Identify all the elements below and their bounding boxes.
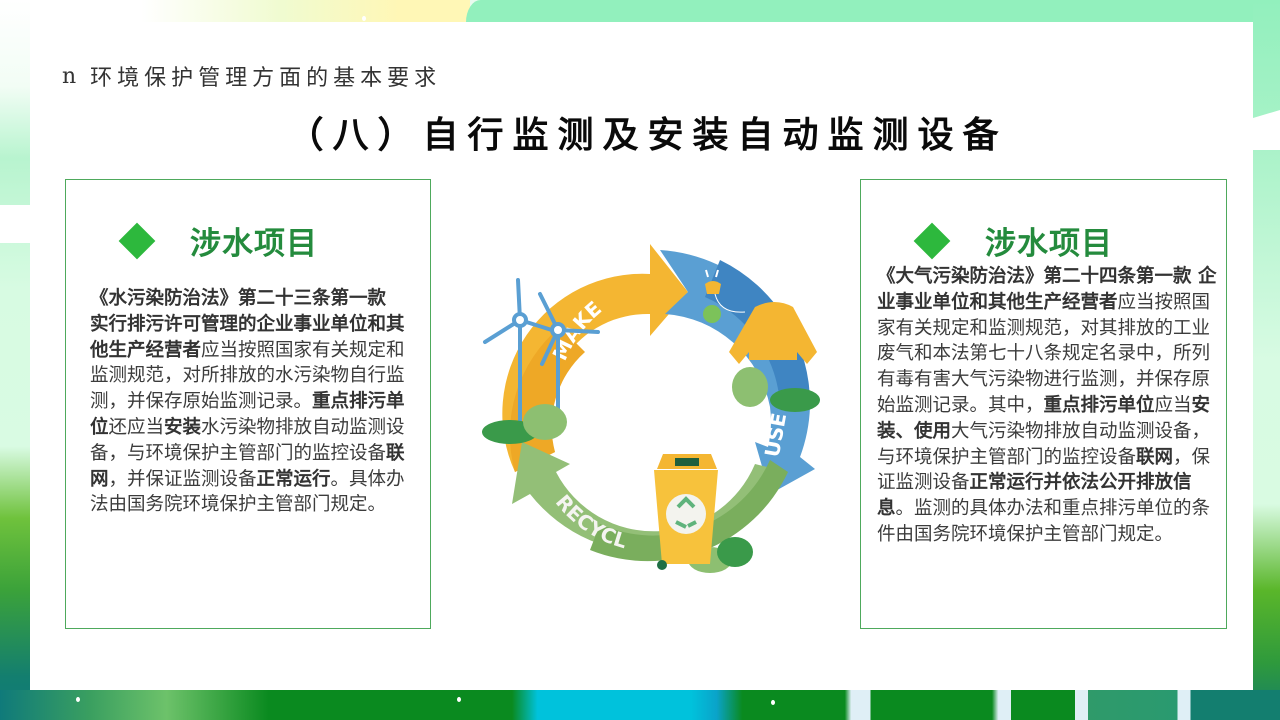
bg-sparkle-icon: [362, 16, 366, 21]
text-segment: 联网: [1136, 446, 1174, 468]
law-content: 《大气污染防治法》第二十四条第一款 企业事业单位和其他生产经营者应当按照国家有关…: [877, 264, 1221, 548]
plug-icon: [705, 269, 746, 313]
page-title: （八）自行监测及安装自动监测设备: [287, 115, 1008, 156]
diamond-icon: [118, 222, 156, 259]
card-header: 涉水项目: [913, 218, 1113, 263]
text-segment: 《大气污染防治法》第二十四条第一款 企业事业单位和其他生产经营者: [877, 266, 1217, 313]
bg-bottom-landscape: [0, 690, 1280, 720]
law-citation: 《水污染防治法》第二十三条第一款: [90, 286, 416, 312]
text-segment: 应当: [1154, 394, 1192, 416]
content-panel: n 环境保护管理方面的基本要求 （八）自行监测及安装自动监测设备 涉水项目 《水…: [30, 22, 1253, 690]
text-segment: ，保证监测设备: [877, 446, 1211, 494]
card-body-text: 《水污染防治法》第二十三条第一款 实行排污许可管理的企业事业单位和其他生产经营者…: [90, 286, 416, 518]
text-segment: 应当按照国家有关规定和监测规范，对其排放的工业废气和本法第七十八条规定名录中，所…: [877, 291, 1211, 416]
air-project-card: 涉水项目 《大气污染防治法》第二十四条第一款 企业事业单位和其他生产经营者应当按…: [860, 179, 1227, 629]
text-segment: 重点排污单位: [1043, 394, 1155, 416]
text-segment: 安装、使用: [877, 394, 1211, 442]
section-heading-text: 环境保护管理方面的基本要求: [90, 66, 442, 91]
text-segment: ，并保证监测设备: [108, 468, 257, 490]
text-segment: 水污染物排放自动监测设备，与环境保护主管部门的监控设备: [90, 416, 405, 464]
card-header: 涉水项目: [118, 218, 318, 263]
water-project-card: 涉水项目 《水污染防治法》第二十三条第一款 实行排污许可管理的企业事业单位和其他…: [65, 179, 431, 629]
text-segment: 应当按照国家有关规定和监测规范，对所排放的水污染物自行监测，并保存原始监测记录。: [90, 339, 405, 413]
card-body-text: 《大气污染防治法》第二十四条第一款 企业事业单位和其他生产经营者应当按照国家有关…: [877, 264, 1221, 548]
text-segment: 安装: [164, 416, 202, 438]
text-segment: 正常运行: [256, 468, 331, 490]
make-use-recycle-cycle-graphic: MAKE USE RECYCL: [470, 232, 830, 582]
text-segment: 还应当: [108, 416, 165, 438]
sweater-icon: [729, 302, 817, 364]
bg-top-green-band: [466, 0, 1280, 22]
apple-icon: [703, 305, 721, 323]
section-heading: n 环境保护管理方面的基本要求: [62, 60, 441, 92]
text-segment: 实行排污许可管理的企业事业单位和其他生产经营者: [90, 313, 405, 361]
bg-left-gap: [0, 205, 30, 243]
text-segment: 大气污染物排放自动监测设备，与环境保护主管部门的监控设备: [877, 420, 1211, 468]
law-content: 实行排污许可管理的企业事业单位和其他生产经营者应当按照国家有关规定和监测规范，对…: [90, 312, 416, 518]
bg-sparkle-icon: [771, 700, 775, 705]
text-segment: 联网: [90, 442, 405, 490]
diamond-icon: [913, 222, 951, 259]
text-segment: 。具体办法由国务院环境保护主管部门规定。: [90, 468, 405, 516]
bg-left-strip: [0, 0, 30, 720]
bullet-marker: n: [62, 63, 77, 89]
card-title: 涉水项目: [985, 226, 1113, 262]
bg-right-strip: [1253, 0, 1280, 720]
text-segment: 。监测的具体办法和重点排污单位的条件由国务院环境保护主管部门规定。: [877, 498, 1211, 545]
bg-sparkle-icon: [457, 697, 461, 702]
recycle-bin-icon: [654, 454, 718, 570]
bg-sparkle-icon: [76, 697, 80, 702]
recycle-arrow-segment: [512, 442, 788, 562]
law-citation-text: 《水污染防治法》第二十三条第一款: [90, 288, 387, 309]
card-title: 涉水项目: [190, 226, 318, 262]
text-segment: 重点排污单位: [90, 391, 405, 438]
text-segment: 正常运行并依法公开排放信息: [877, 472, 1192, 520]
bg-top-fade: [0, 0, 470, 22]
